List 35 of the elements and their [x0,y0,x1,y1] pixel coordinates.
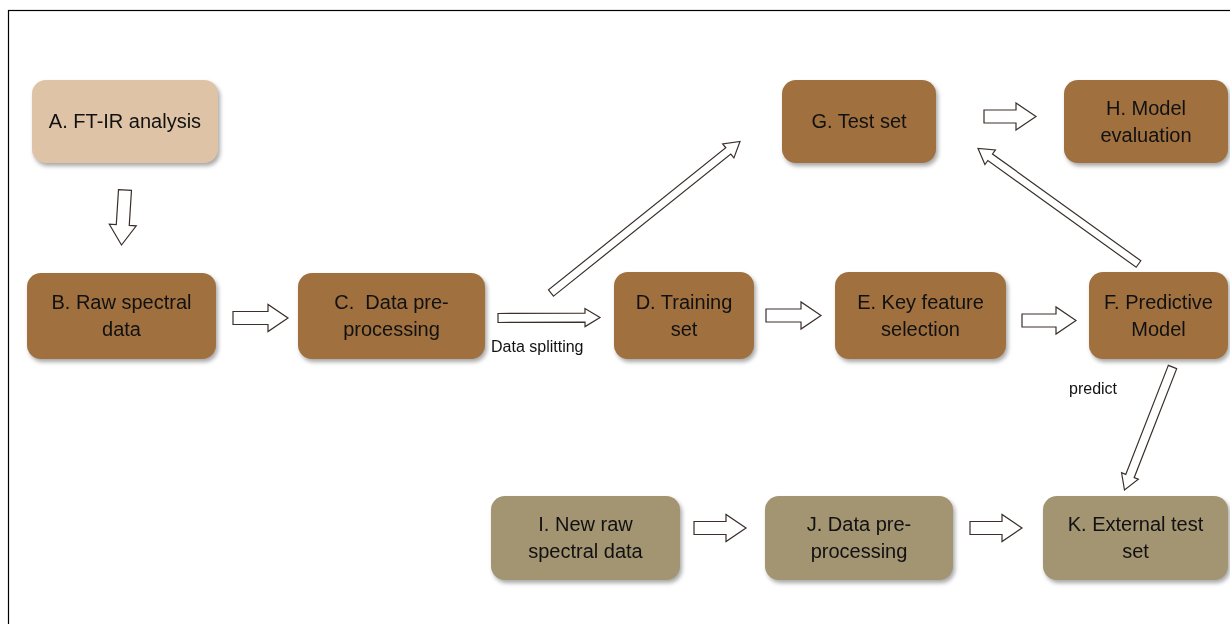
block-arrow [765,300,823,331]
box-label: I. New raw spectral data [527,512,644,564]
block-arrow [983,101,1038,132]
block-arrow [693,513,748,543]
block-arrow [108,188,138,247]
edge-label: predict [1068,380,1119,398]
process-box [1089,272,1228,359]
edge-label: Data splitting [490,338,585,356]
block-arrow [969,513,1024,543]
box-label: F. Predictive Model [1103,289,1214,342]
block-arrow [1120,364,1178,492]
block-arrow [1021,305,1078,336]
block-arrow [232,303,290,333]
process-box [1043,496,1228,580]
box-label: D. Training set [634,289,734,342]
box-label: E. Key feature selection [856,289,985,342]
process-box [614,272,754,359]
box-label: G. Test set [811,109,907,134]
process-box [491,496,680,580]
process-box [298,273,485,359]
box-label: J. Data pre-processing [805,512,913,564]
box-label: K. External test set [1066,512,1205,564]
box-label: H. Model evaluation [1099,95,1193,148]
process-box [32,80,218,163]
block-arrow [497,307,602,328]
process-box [27,273,216,359]
process-box [1064,80,1228,163]
block-arrow [977,147,1142,269]
box-label: B. Raw spectral data [50,290,193,342]
process-box [765,496,953,580]
box-label: A. FT-IR analysis [48,109,202,134]
block-arrow [547,140,741,297]
box-label: C. Data pre-processing [333,290,450,342]
process-box [835,272,1006,359]
process-box [782,80,936,163]
